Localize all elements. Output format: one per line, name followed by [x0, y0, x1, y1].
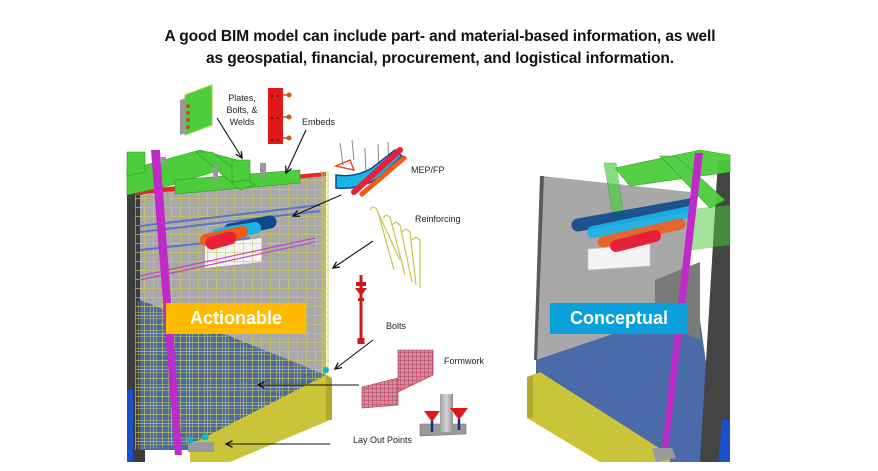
bolt	[355, 275, 367, 344]
mep-pipes	[200, 215, 277, 250]
page-title: A good BIM model can include part- and m…	[140, 26, 740, 70]
plate-connection	[180, 84, 213, 136]
callout-plates: Plates, Bolts, & Welds	[225, 92, 259, 128]
arrow-reinforcing	[333, 240, 374, 268]
callout-embeds: Embeds	[302, 117, 336, 127]
mep-assembly	[333, 139, 407, 197]
callout-mep: MEP/FP	[411, 165, 445, 175]
actionable-model	[126, 149, 332, 462]
callout-plates-line3: Welds	[229, 117, 255, 127]
callout-reinforcing: Reinforcing	[415, 214, 461, 224]
formwork-panels	[361, 349, 434, 409]
embed-plate	[268, 88, 292, 144]
callout-plates-line1: Plates,	[228, 93, 256, 103]
arrow-plates	[216, 117, 242, 158]
arrow-mep	[293, 194, 342, 216]
concept-footing	[527, 372, 670, 462]
column	[151, 150, 182, 455]
callout-bolts: Bolts	[386, 321, 407, 331]
callout-formwork: Formwork	[444, 356, 484, 366]
callout-arrows	[216, 117, 374, 444]
reinforcing-bars	[369, 206, 421, 288]
arrow-bolts	[335, 339, 374, 369]
conceptual-badge: Conceptual	[550, 303, 688, 334]
layout-points-assembly	[419, 394, 468, 437]
arrow-embeds	[286, 129, 307, 173]
callout-layout-points: Lay Out Points	[353, 435, 413, 445]
concept-pipes	[571, 198, 697, 252]
callout-plates-line2: Bolts, &	[226, 105, 258, 115]
actionable-badge: Actionable	[166, 303, 306, 334]
title-line-2: as geospatial, financial, procurement, a…	[206, 50, 674, 67]
title-line-1: A good BIM model can include part- and m…	[164, 28, 716, 45]
